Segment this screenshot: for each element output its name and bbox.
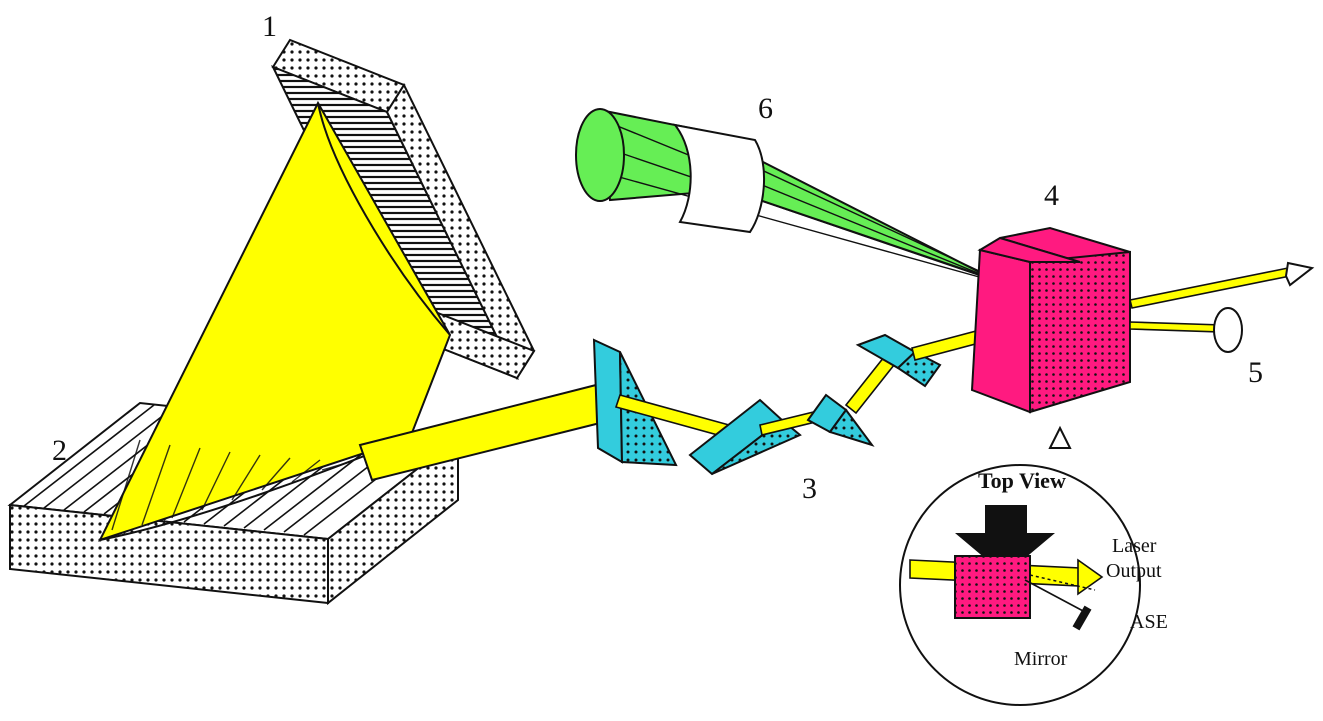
label-prisms: 3 [802,472,817,505]
label-grating-top: 1 [262,10,277,43]
prism-expander [594,322,1013,474]
inset-laser-label: Laser [1112,535,1157,557]
pump-beam [576,109,995,280]
label-mirror-output: 5 [1248,356,1263,389]
label-grating-bottom: 2 [52,434,67,467]
label-pump-lens: 6 [758,92,773,125]
inset-output-label: Output [1106,560,1162,582]
label-dye-cell: 4 [1044,179,1059,212]
inset-mirror-label: Mirror [1014,648,1068,670]
dye-cell [972,228,1130,412]
inset-ase-label: ASE [1130,611,1168,633]
output-beams [1130,263,1312,352]
inset-title: Top View [978,468,1066,493]
